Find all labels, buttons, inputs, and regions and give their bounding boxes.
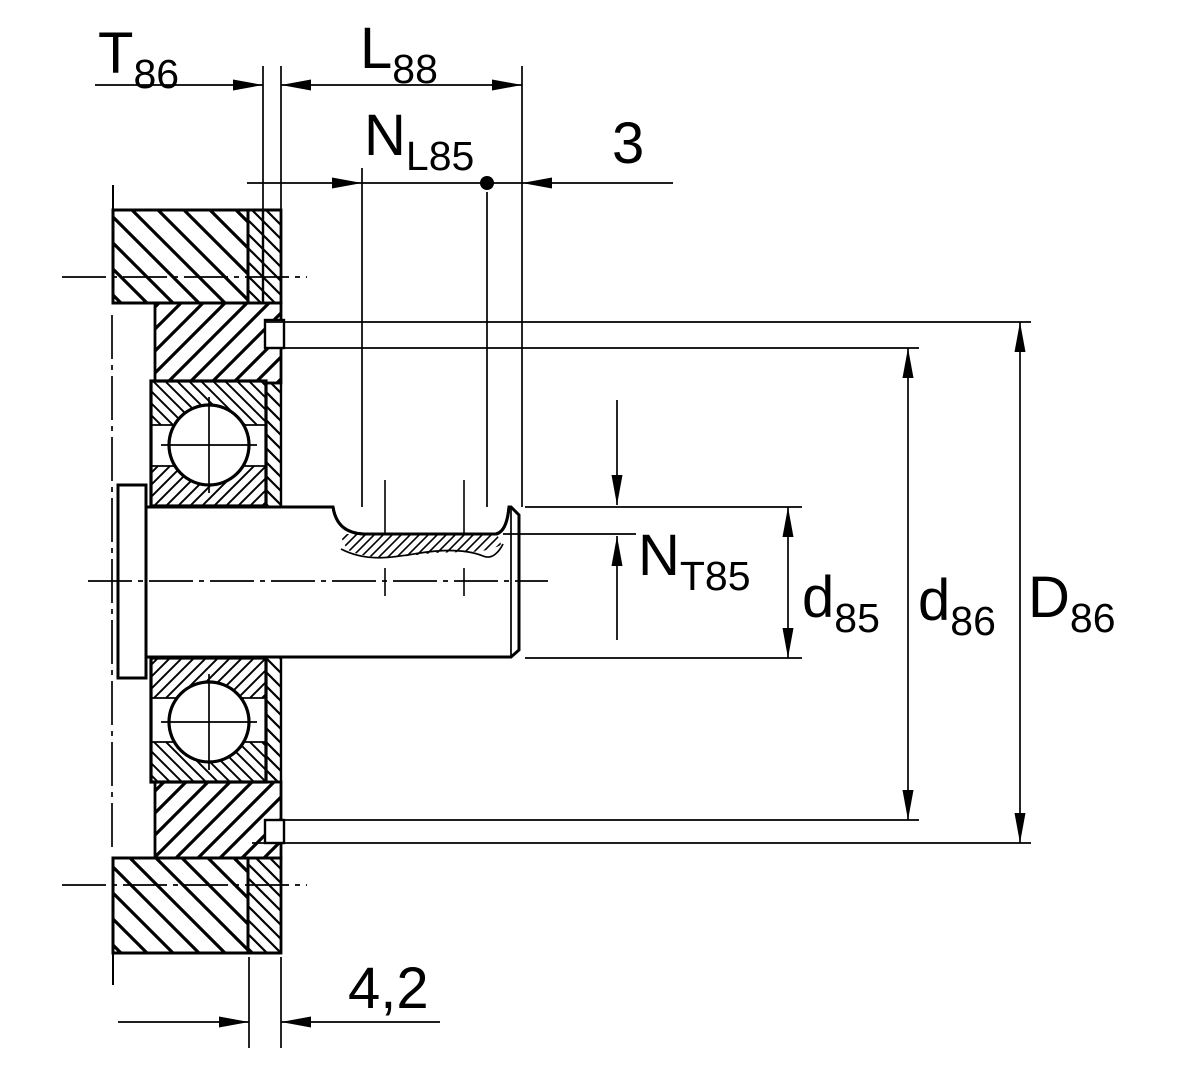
nl85-datum-dot bbox=[480, 176, 494, 190]
keyway-break-line bbox=[340, 543, 504, 559]
seat-tab-top bbox=[263, 318, 286, 350]
bottom-bolt-block bbox=[111, 856, 250, 955]
flange-sheet-upper-strip bbox=[246, 208, 283, 305]
arrow-nt85-up bbox=[611, 536, 623, 566]
label-nt85: NT85 bbox=[638, 523, 751, 599]
label-d86: d86 bbox=[918, 568, 996, 644]
dimension-labels: T86 L88 NL85 3 NT85 d85 d86 D86 4,2 bbox=[98, 16, 1116, 1021]
arrow-d85-bottom bbox=[782, 628, 794, 658]
arrow-D86-top bbox=[1014, 322, 1026, 352]
arrow-l88-left bbox=[281, 79, 311, 91]
extension-lines bbox=[112, 66, 1031, 1048]
label-D86: D86 bbox=[1028, 565, 1116, 641]
shaft-outline bbox=[144, 505, 521, 659]
label-l88: L88 bbox=[360, 16, 438, 92]
arrow-3 bbox=[522, 177, 552, 189]
arrow-d85-top bbox=[782, 507, 794, 537]
label-42: 4,2 bbox=[348, 956, 429, 1021]
label-d85: d85 bbox=[802, 565, 880, 641]
shaft-section bbox=[116, 480, 521, 680]
arrow-42-left bbox=[219, 1016, 249, 1028]
arrow-d86-bottom bbox=[902, 790, 914, 820]
label-t86: T86 bbox=[98, 21, 179, 97]
label-3: 3 bbox=[612, 111, 644, 176]
dimension-arrowheads bbox=[219, 79, 1026, 1028]
label-nl85: NL85 bbox=[364, 103, 474, 179]
top-bearing-section bbox=[149, 379, 268, 508]
bottom-bearing-section bbox=[149, 656, 268, 784]
centerlines bbox=[62, 276, 548, 886]
arrow-D86-bottom bbox=[1014, 813, 1026, 843]
arrow-nt85-down bbox=[611, 475, 623, 505]
top-bolt-block bbox=[111, 208, 250, 305]
flange-housing-section bbox=[111, 208, 286, 955]
flange-lower-wing bbox=[153, 780, 283, 860]
arrow-l88-right bbox=[492, 79, 522, 91]
flange-upper-wing bbox=[153, 301, 283, 385]
arrow-d86-top bbox=[902, 348, 914, 378]
arrow-nl85 bbox=[332, 177, 362, 189]
seat-tab-bottom bbox=[263, 818, 286, 845]
keyway-pocket-outline bbox=[331, 506, 511, 536]
flange-sheet-lower-strip bbox=[246, 856, 283, 955]
arrow-42-right bbox=[281, 1016, 311, 1028]
arrow-t86 bbox=[233, 79, 263, 91]
